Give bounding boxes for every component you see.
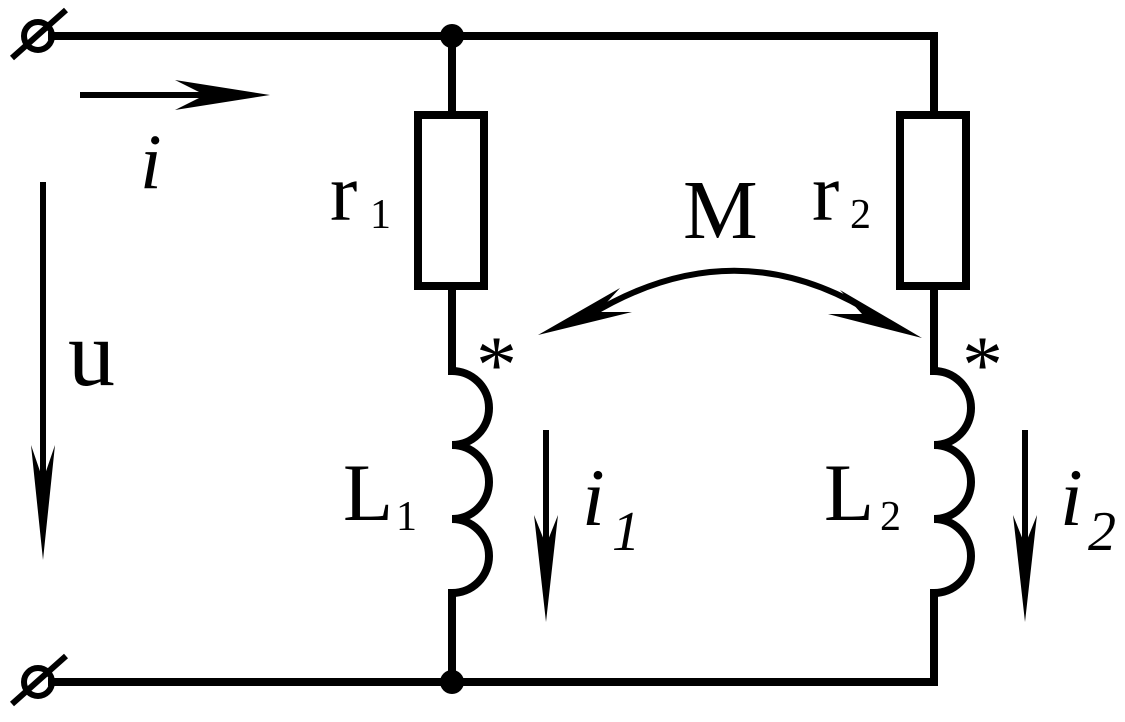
voltage-arrow-u (31, 182, 55, 560)
current-arrow-i (80, 80, 270, 110)
inductor-label-l1: L (343, 447, 393, 538)
mutual-inductance-arrow (538, 267, 922, 338)
resistor-label-r2-sub: 2 (850, 192, 871, 238)
resistor-label-r1-sub: 1 (370, 192, 391, 238)
polarity-dot-l1: * (476, 319, 517, 410)
current-arrow-i1 (534, 430, 558, 622)
inductor-label-l2: L (824, 447, 874, 538)
current-label-i2-sub: 2 (1088, 501, 1116, 563)
current-label-i1: i (582, 452, 605, 543)
resistor-r2 (896, 111, 970, 290)
current-label-i1-sub: 1 (612, 501, 640, 563)
inductor-label-l1-sub: 1 (396, 494, 417, 540)
voltage-label-u: u (68, 302, 115, 406)
inductor-l2 (929, 366, 975, 598)
inductor-label-l2-sub: 2 (880, 494, 901, 540)
resistor-label-r1: r (330, 147, 357, 238)
current-arrow-i2 (1013, 430, 1037, 622)
resistor-label-r2: r (812, 147, 839, 238)
polarity-dot-l2: * (962, 319, 1003, 410)
current-label-i: i (140, 118, 162, 205)
mutual-label-m: M (683, 164, 758, 257)
inductor-l1 (447, 366, 493, 598)
resistor-r1 (414, 111, 488, 290)
current-label-i2: i (1060, 452, 1083, 543)
